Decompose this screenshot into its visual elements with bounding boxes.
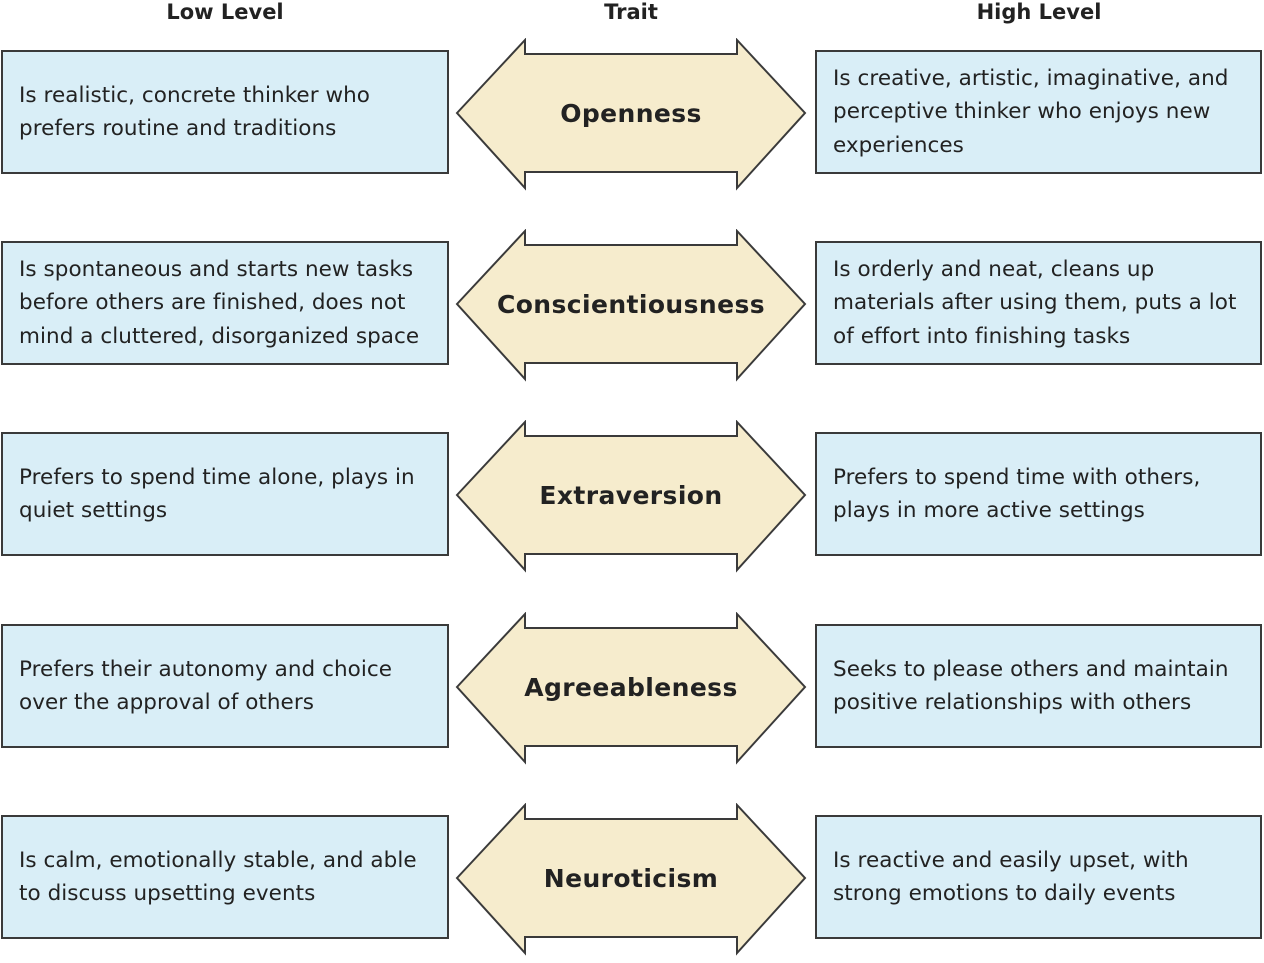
- trait-row-neuroticism: Is calm, emotionally stable, and able to…: [0, 803, 1264, 963]
- low-level-box: Is calm, emotionally stable, and able to…: [1, 815, 449, 939]
- trait-label: Agreeableness: [524, 672, 738, 702]
- trait-row-openness: Is realistic, concrete thinker who prefe…: [0, 38, 1264, 198]
- high-level-header: High Level: [976, 0, 1102, 24]
- high-level-box: Is reactive and easily upset, with stron…: [815, 815, 1262, 939]
- double-arrow-icon: [455, 420, 807, 573]
- low-level-text: Is realistic, concrete thinker who prefe…: [19, 82, 371, 142]
- high-level-box: Seeks to please others and maintain posi…: [815, 624, 1262, 748]
- low-level-text: Is spontaneous and starts new tasks befo…: [19, 256, 420, 349]
- high-level-text: Prefers to spend time with others, plays…: [833, 464, 1201, 524]
- low-level-box: Is spontaneous and starts new tasks befo…: [1, 241, 449, 365]
- double-arrow: Extraversion: [455, 420, 807, 574]
- low-level-text: Prefers to spend time alone, plays in qu…: [19, 464, 415, 524]
- low-level-box: Prefers to spend time alone, plays in qu…: [1, 432, 449, 556]
- trait-header: Trait: [604, 0, 658, 24]
- low-level-header: Low Level: [166, 0, 284, 24]
- trait-label: Neuroticism: [543, 863, 719, 893]
- trait-row-agreeableness: Prefers their autonomy and choice over t…: [0, 612, 1264, 772]
- high-level-box: Prefers to spend time with others, plays…: [815, 432, 1262, 556]
- double-arrow: Openness: [455, 38, 807, 192]
- double-arrow-icon: [455, 612, 807, 765]
- trait-label: Conscientiousness: [496, 289, 766, 319]
- double-arrow: Agreeableness: [455, 612, 807, 766]
- trait-row-extraversion: Prefers to spend time alone, plays in qu…: [0, 420, 1264, 580]
- high-level-box: Is orderly and neat, cleans up materials…: [815, 241, 1262, 365]
- trait-label: Openness: [560, 98, 702, 128]
- trait-row-conscientiousness: Is spontaneous and starts new tasks befo…: [0, 229, 1264, 389]
- high-level-text: Is orderly and neat, cleans up materials…: [833, 256, 1237, 349]
- low-level-text: Prefers their autonomy and choice over t…: [19, 656, 393, 716]
- high-level-text: Is reactive and easily upset, with stron…: [833, 847, 1189, 907]
- high-level-box: Is creative, artistic, imaginative, and …: [815, 50, 1262, 174]
- high-level-text: Is creative, artistic, imaginative, and …: [833, 65, 1229, 158]
- high-level-text: Seeks to please others and maintain posi…: [833, 656, 1229, 716]
- double-arrow-icon: [455, 803, 807, 956]
- low-level-text: Is calm, emotionally stable, and able to…: [19, 847, 417, 907]
- low-level-box: Prefers their autonomy and choice over t…: [1, 624, 449, 748]
- double-arrow: Conscientiousness: [455, 229, 807, 383]
- double-arrow: Neuroticism: [455, 803, 807, 957]
- double-arrow-icon: [455, 229, 807, 382]
- low-level-box: Is realistic, concrete thinker who prefe…: [1, 50, 449, 174]
- double-arrow-icon: [455, 38, 807, 191]
- trait-label: Extraversion: [539, 480, 723, 510]
